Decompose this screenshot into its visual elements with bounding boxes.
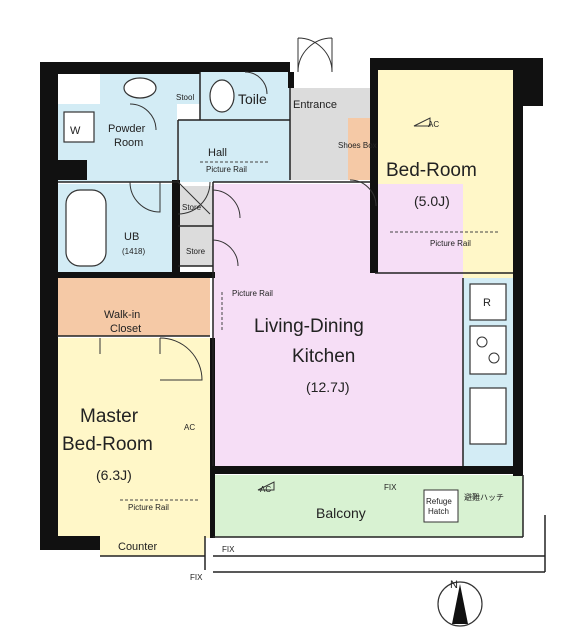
label-picture-rail-bedroom: Picture Rail	[430, 239, 471, 248]
label-bedroom: Bed-Room	[386, 160, 477, 181]
label-ldk-line2: Kitchen	[292, 346, 355, 367]
toilet-bowl	[209, 79, 235, 113]
hall-fill	[178, 120, 290, 182]
stove	[469, 325, 507, 375]
counter-fill	[100, 536, 205, 556]
label-entrance: Entrance	[293, 99, 337, 111]
label-powder-room-2: Room	[114, 137, 143, 149]
label-hall: Hall	[208, 147, 227, 159]
label-unit-bath: UB	[124, 231, 139, 243]
label-refuge-hatch-jp: 避難ハッチ	[464, 492, 504, 502]
label-powder-room-1: Powder	[108, 123, 146, 135]
label-store-upper: Store	[182, 203, 202, 212]
partitions	[57, 72, 546, 573]
label-walk-in-2: Closet	[110, 323, 141, 335]
label-north: N	[450, 579, 458, 591]
bathtub	[65, 189, 107, 267]
label-master-line1: Master	[80, 406, 139, 427]
label-master-size: (6.3J)	[96, 467, 132, 483]
label-fix-bottom: FIX	[190, 573, 203, 582]
refrigerator	[469, 283, 507, 321]
label-ac-master: AC	[184, 423, 195, 432]
label-picture-rail-hall: Picture Rail	[206, 165, 247, 174]
label-store-lower: Store	[186, 247, 206, 256]
label-fix-lower: FIX	[222, 545, 235, 554]
label-fix-balcony: FIX	[384, 483, 397, 492]
label-refuge-hatch-2: Hatch	[428, 507, 449, 516]
closet-fill	[57, 278, 210, 336]
label-ac-bedroom: AC	[428, 120, 439, 129]
label-toilet: Toile	[238, 91, 267, 107]
label-shoes-box: Shoes Box	[338, 141, 377, 150]
label-refrigerator: R	[483, 297, 491, 309]
label-washer: W	[70, 125, 81, 137]
wash-basin	[123, 77, 157, 99]
shoes-box-fill	[348, 118, 374, 180]
label-counter: Counter	[118, 541, 157, 553]
label-ldk-size: (12.7J)	[306, 379, 350, 395]
refuge-hatch-box	[423, 489, 459, 523]
label-bedroom-size: (5.0J)	[414, 193, 450, 209]
kitchen-sink	[469, 387, 507, 445]
walls	[40, 58, 543, 550]
label-unit-bath-size: (1418)	[122, 247, 145, 256]
label-picture-rail-master: Picture Rail	[128, 503, 169, 512]
label-balcony: Balcony	[316, 505, 366, 521]
label-picture-rail-ldk: Picture Rail	[232, 289, 273, 298]
label-ac-balcony: AC	[260, 485, 271, 494]
label-walk-in-1: Walk-in	[104, 309, 140, 321]
master-bedroom-fill	[57, 338, 210, 538]
label-ldk-line1: Living-Dining	[254, 316, 364, 337]
doors	[99, 37, 377, 381]
label-stool: Stool	[176, 93, 194, 102]
label-refuge-hatch-1: Refuge	[426, 497, 452, 506]
washer-space	[63, 111, 95, 143]
balcony-fill	[213, 475, 523, 537]
label-master-line2: Bed-Room	[62, 434, 153, 455]
ldk-fill	[213, 184, 463, 466]
north-compass	[437, 581, 483, 627]
